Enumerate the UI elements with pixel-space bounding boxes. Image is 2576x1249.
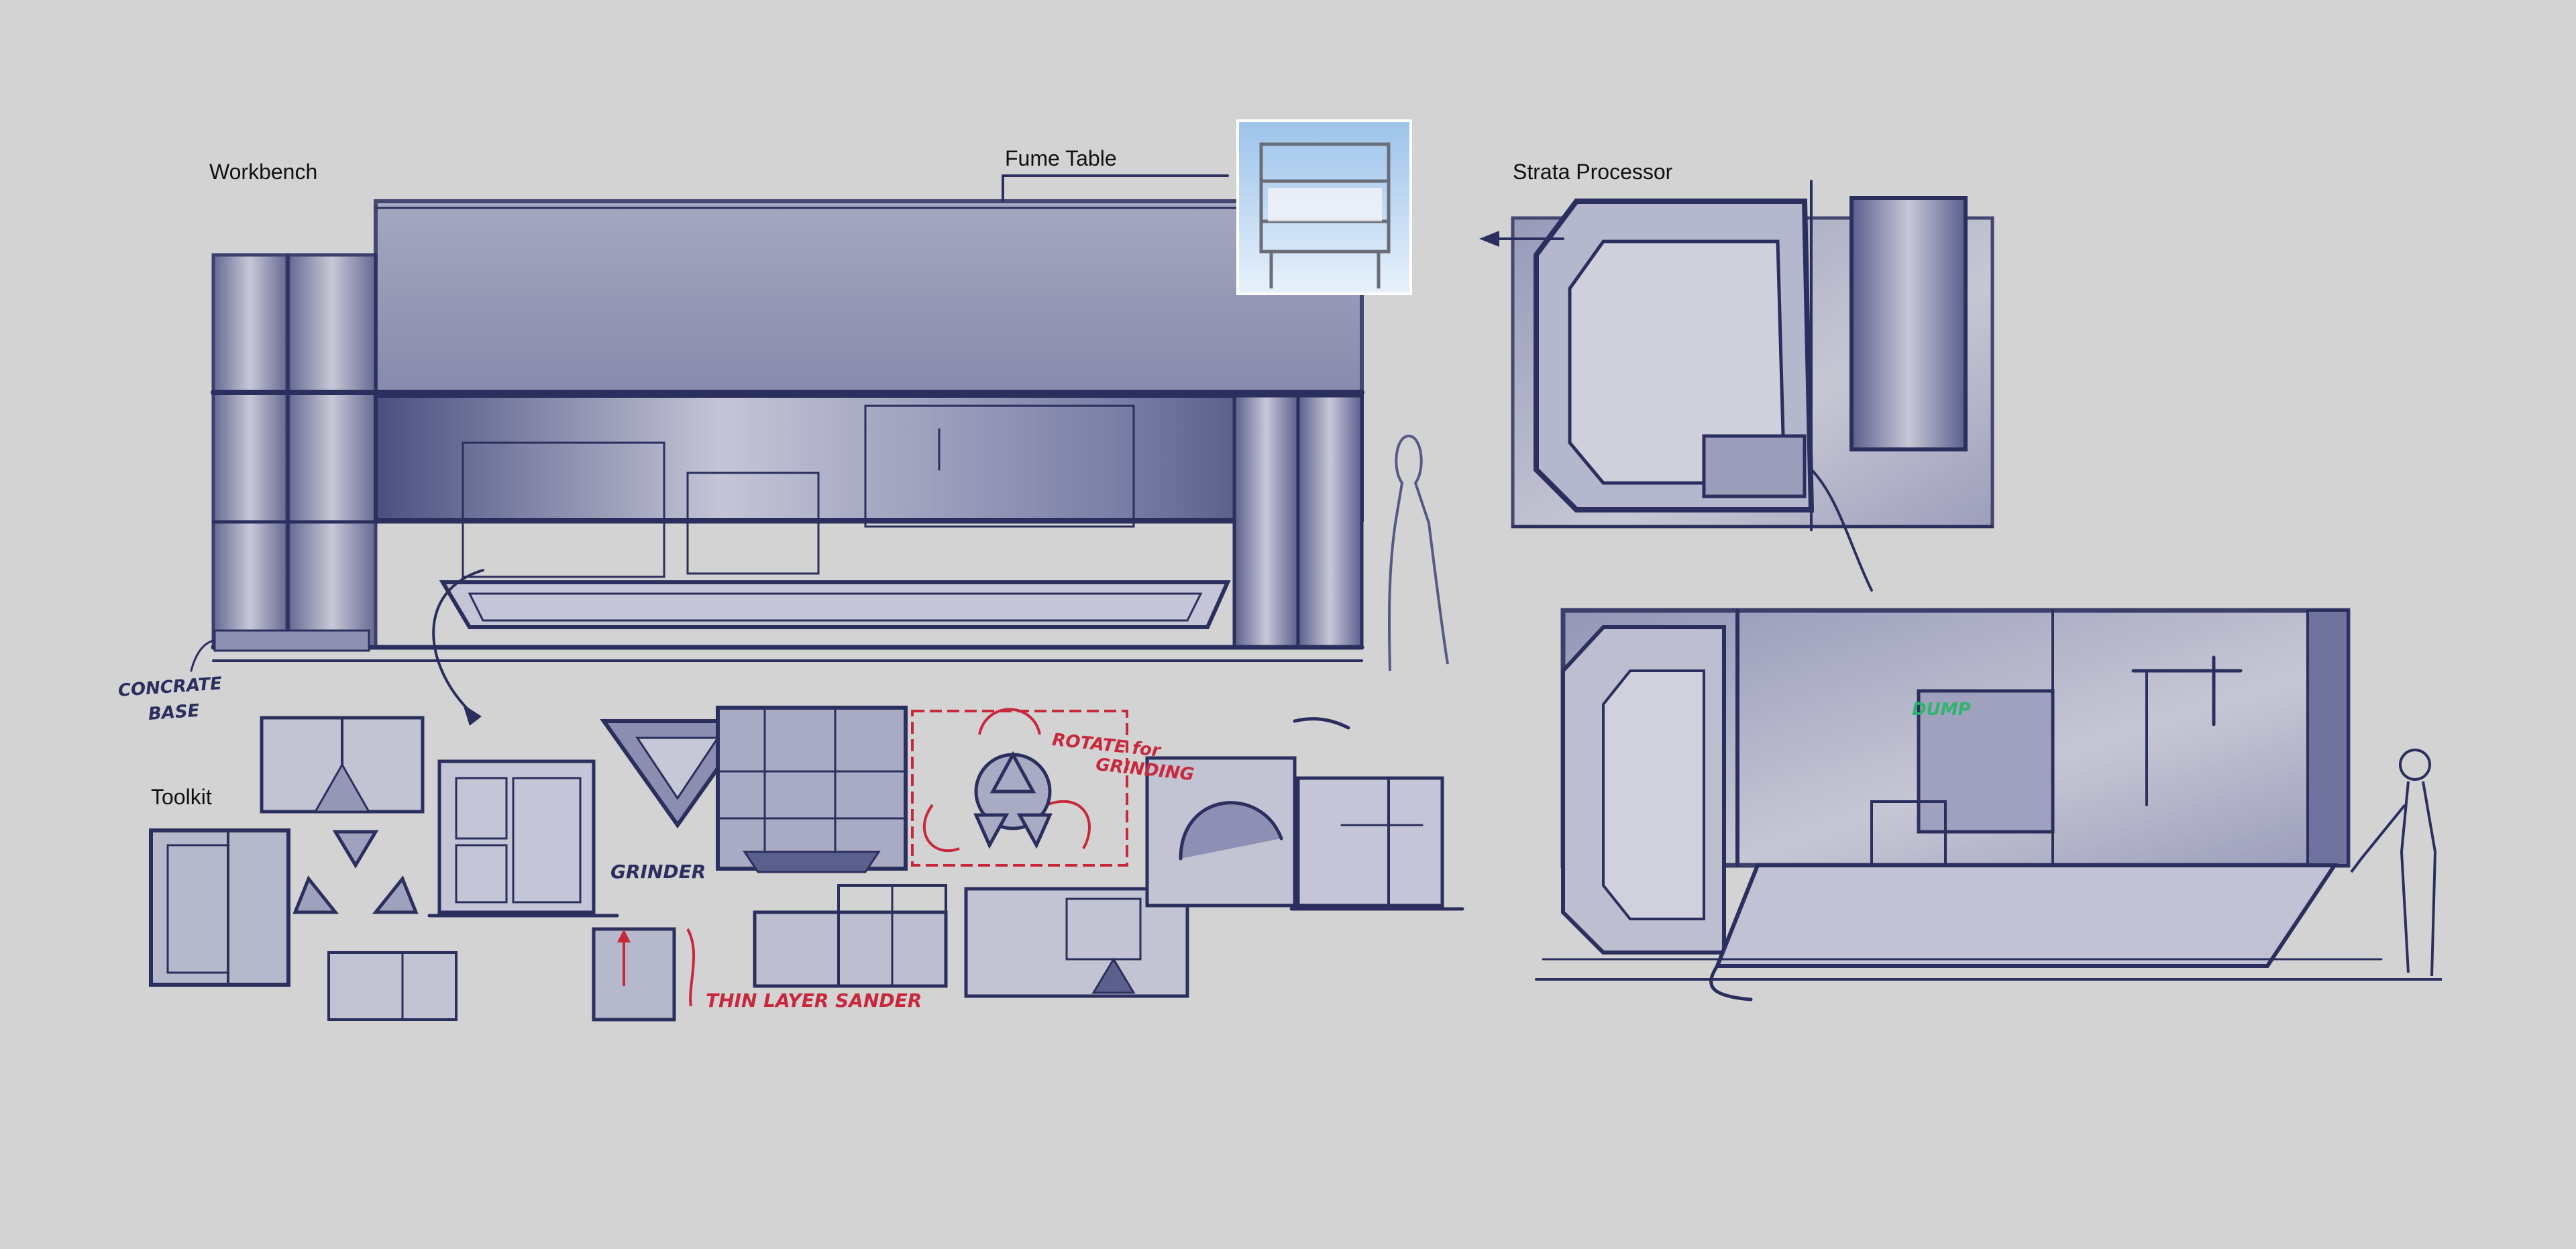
rotate-annotation <box>617 708 1128 1007</box>
workbench-label: Workbench <box>209 160 318 184</box>
fume-table-reference-image <box>1236 119 1412 295</box>
fume-table-label: Fume Table <box>1005 146 1117 170</box>
workbench-sketch <box>190 174 1364 726</box>
grinding-rotor <box>973 751 1053 849</box>
strata-processor-label: Strata Processor <box>1513 160 1673 184</box>
toolkit-sketches <box>149 706 1464 1022</box>
human-scale-figure <box>1387 435 1449 671</box>
operator-figure <box>2350 749 2442 981</box>
strata-processor-sketch <box>1479 180 2390 1001</box>
dump-note: DUMP <box>1912 700 1971 720</box>
concrete-base-note-line2: BASE <box>148 700 201 724</box>
thin-layer-sander-note: THIN LAYER SANDER <box>706 989 922 1012</box>
grinder-note: GRINDER <box>610 861 706 883</box>
toolkit-label: Toolkit <box>151 785 212 809</box>
